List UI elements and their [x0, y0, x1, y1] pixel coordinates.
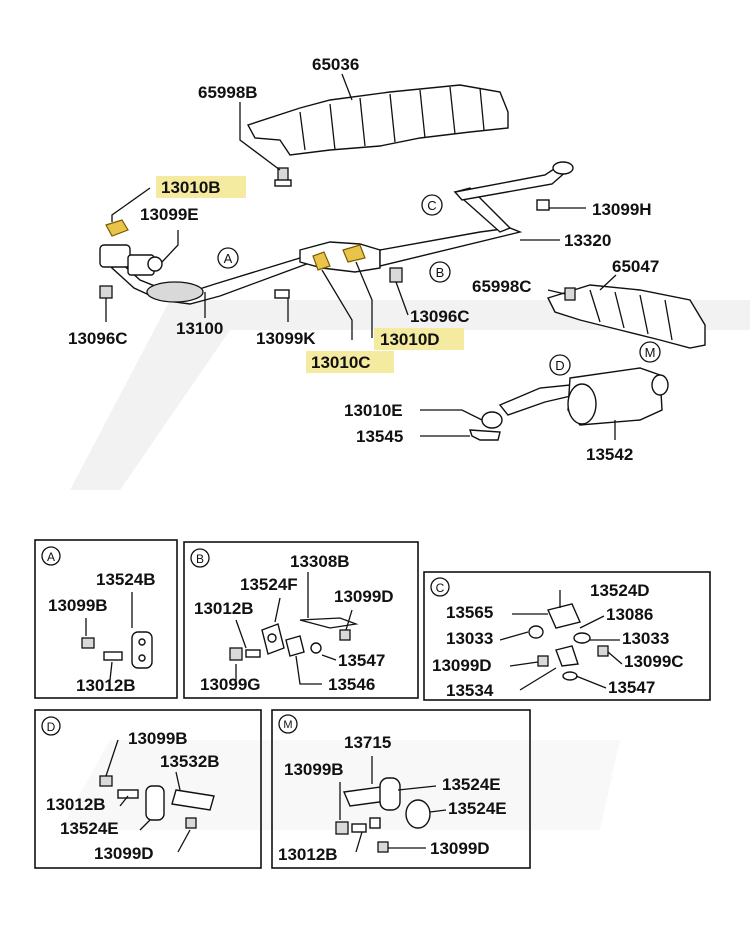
svg-text:C: C: [436, 581, 445, 595]
gasket-13010D: [342, 244, 373, 338]
svg-text:13099G: 13099G: [200, 675, 261, 694]
label-13010D: 13010D: [380, 330, 440, 349]
svg-text:13524D: 13524D: [590, 581, 650, 600]
callout-B: B: [429, 261, 451, 283]
bracket-13545: [420, 429, 501, 441]
label-65036: 65036: [312, 55, 359, 74]
bolt-13099E: [147, 230, 179, 272]
label-65998B: 65998B: [198, 83, 258, 102]
label-13542: 13542: [586, 445, 633, 464]
highlight-13010B: [156, 176, 246, 198]
svg-text:13099D: 13099D: [334, 587, 394, 606]
nut-13096C-right: [389, 267, 409, 316]
svg-text:13534: 13534: [446, 681, 494, 700]
heat-protector-65036: [246, 73, 509, 156]
detail-box-D: D 13099B 13532B 13012B 13524E 13099D: [34, 709, 262, 869]
label-13096C-left: 13096C: [68, 329, 128, 348]
svg-text:A: A: [224, 251, 233, 266]
svg-text:13524E: 13524E: [442, 775, 501, 794]
label-13099H: 13099H: [592, 200, 652, 219]
detail-box-M: M 13715 13099B 13524E 13524E 13012B 1309…: [271, 709, 531, 869]
svg-text:13099D: 13099D: [430, 839, 490, 858]
svg-text:C: C: [427, 198, 436, 213]
detail-box-C: C 13524D 13565 13086 13033 13033 13099D …: [423, 571, 711, 701]
center-pipe-13320: [299, 161, 574, 273]
gasket-13010C: [312, 251, 353, 340]
svg-text:13099D: 13099D: [94, 844, 154, 863]
svg-text:13532B: 13532B: [160, 752, 220, 771]
label-13100: 13100: [176, 319, 223, 338]
highlight-13010C: [306, 351, 394, 373]
svg-text:13033: 13033: [622, 629, 669, 648]
bolt-13099H: [536, 199, 586, 211]
label-13099E: 13099E: [140, 205, 199, 224]
svg-text:13012B: 13012B: [46, 795, 106, 814]
label-13320: 13320: [564, 231, 611, 250]
svg-text:13547: 13547: [338, 651, 385, 670]
svg-text:13547: 13547: [608, 678, 655, 697]
svg-text:13099B: 13099B: [48, 596, 108, 615]
callout-M: M: [639, 341, 661, 363]
svg-text:13099B: 13099B: [284, 760, 344, 779]
svg-text:13086: 13086: [606, 605, 653, 624]
svg-text:13012B: 13012B: [76, 676, 136, 695]
svg-text:13524F: 13524F: [240, 575, 298, 594]
main-labels: 65036 65998B 13010B 13099E 13099H 13320 …: [68, 55, 659, 464]
label-13010E: 13010E: [344, 401, 403, 420]
label-13099K: 13099K: [256, 329, 316, 348]
heat-protector-65047: [547, 274, 706, 349]
svg-text:M: M: [283, 719, 292, 731]
label-65998C: 65998C: [472, 277, 532, 296]
callout-C: C: [421, 194, 443, 216]
svg-text:13715: 13715: [344, 733, 391, 752]
svg-text:B: B: [436, 265, 445, 280]
detail-box-A: A 13524B 13099B 13012B: [34, 539, 178, 699]
bolt-13099K: [274, 289, 290, 322]
label-13010B: 13010B: [161, 178, 221, 197]
callout-A: A: [217, 247, 239, 269]
label-65047: 65047: [612, 257, 659, 276]
gasket-13010B: [105, 187, 151, 237]
svg-text:13099D: 13099D: [432, 656, 492, 675]
svg-text:13565: 13565: [446, 603, 493, 622]
front-pipe-13100: [99, 244, 315, 318]
svg-text:13524B: 13524B: [96, 570, 156, 589]
highlight-13010D: [374, 328, 464, 350]
label-13010C: 13010C: [311, 353, 371, 372]
callout-D: D: [549, 354, 571, 376]
nut-13096C-left: [99, 285, 113, 322]
svg-text:13012B: 13012B: [278, 845, 338, 864]
gasket-13010E: [420, 409, 503, 429]
bolt-65998B: [239, 102, 292, 187]
detail-box-B: B 13308B 13524F 13012B 13099D 13547 1309…: [183, 541, 419, 699]
svg-text:13099B: 13099B: [128, 729, 188, 748]
svg-text:D: D: [555, 358, 564, 373]
svg-text:13099C: 13099C: [624, 652, 684, 671]
svg-text:13033: 13033: [446, 629, 493, 648]
svg-text:13524E: 13524E: [60, 819, 119, 838]
svg-text:13012B: 13012B: [194, 599, 254, 618]
svg-text:13524E: 13524E: [448, 799, 507, 818]
svg-text:13546: 13546: [328, 675, 375, 694]
svg-text:D: D: [47, 720, 56, 734]
svg-text:B: B: [196, 552, 204, 566]
svg-text:A: A: [47, 550, 55, 564]
main-muffler-13542: [498, 367, 669, 440]
svg-text:13308B: 13308B: [290, 552, 350, 571]
svg-text:M: M: [645, 345, 656, 360]
label-13096C-right: 13096C: [410, 307, 470, 326]
label-13545: 13545: [356, 427, 403, 446]
